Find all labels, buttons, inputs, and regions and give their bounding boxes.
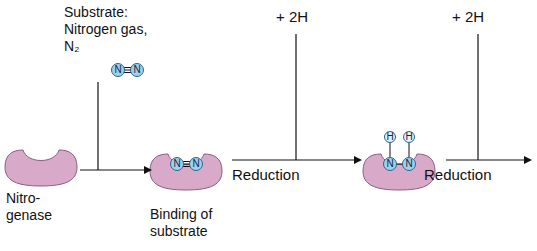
atom-symbol: N [173,159,180,169]
atom-symbol: N [133,65,140,75]
atom-circle: H [403,131,415,143]
label-box: + 2H [452,8,502,25]
diagram-label: Binding of substrate [150,206,240,240]
atom-circle: N [402,157,416,171]
diagram-label: Substrate: Nitrogen gas, N₂ [64,4,148,55]
diagram-label: Reduction [232,166,322,183]
atom-symbol: N [114,65,121,75]
atom-circle: N [111,63,125,77]
process-arrows [80,34,526,170]
atom-circle: N [189,157,203,171]
chemical-bond [390,143,391,157]
atom-circle: N [170,157,184,171]
label-box: + 2H [276,8,326,25]
label-box: Binding of substrate [150,206,240,240]
label-box: Substrate: Nitrogen gas, N₂ [64,4,148,55]
atom-circle: H [384,131,396,143]
diagram-label: Nitro- genase [6,190,66,224]
enzyme-shape [150,154,222,190]
atom-circle: N [383,157,397,171]
atom-symbol: H [405,132,412,142]
label-box: Nitro- genase [6,190,66,224]
atom-symbol: N [405,159,412,169]
atom-symbol: N [192,159,199,169]
atom-circle: N [130,63,144,77]
atom-symbol: N [386,159,393,169]
label-box: Reduction [424,166,514,183]
diagram-label: + 2H [276,8,326,25]
diagram-label: + 2H [452,8,502,25]
enzyme-shape [5,150,77,186]
atom-symbol: H [386,132,393,142]
chemical-bond [409,143,410,157]
label-box: Reduction [232,166,322,183]
diagram-label: Reduction [424,166,514,183]
